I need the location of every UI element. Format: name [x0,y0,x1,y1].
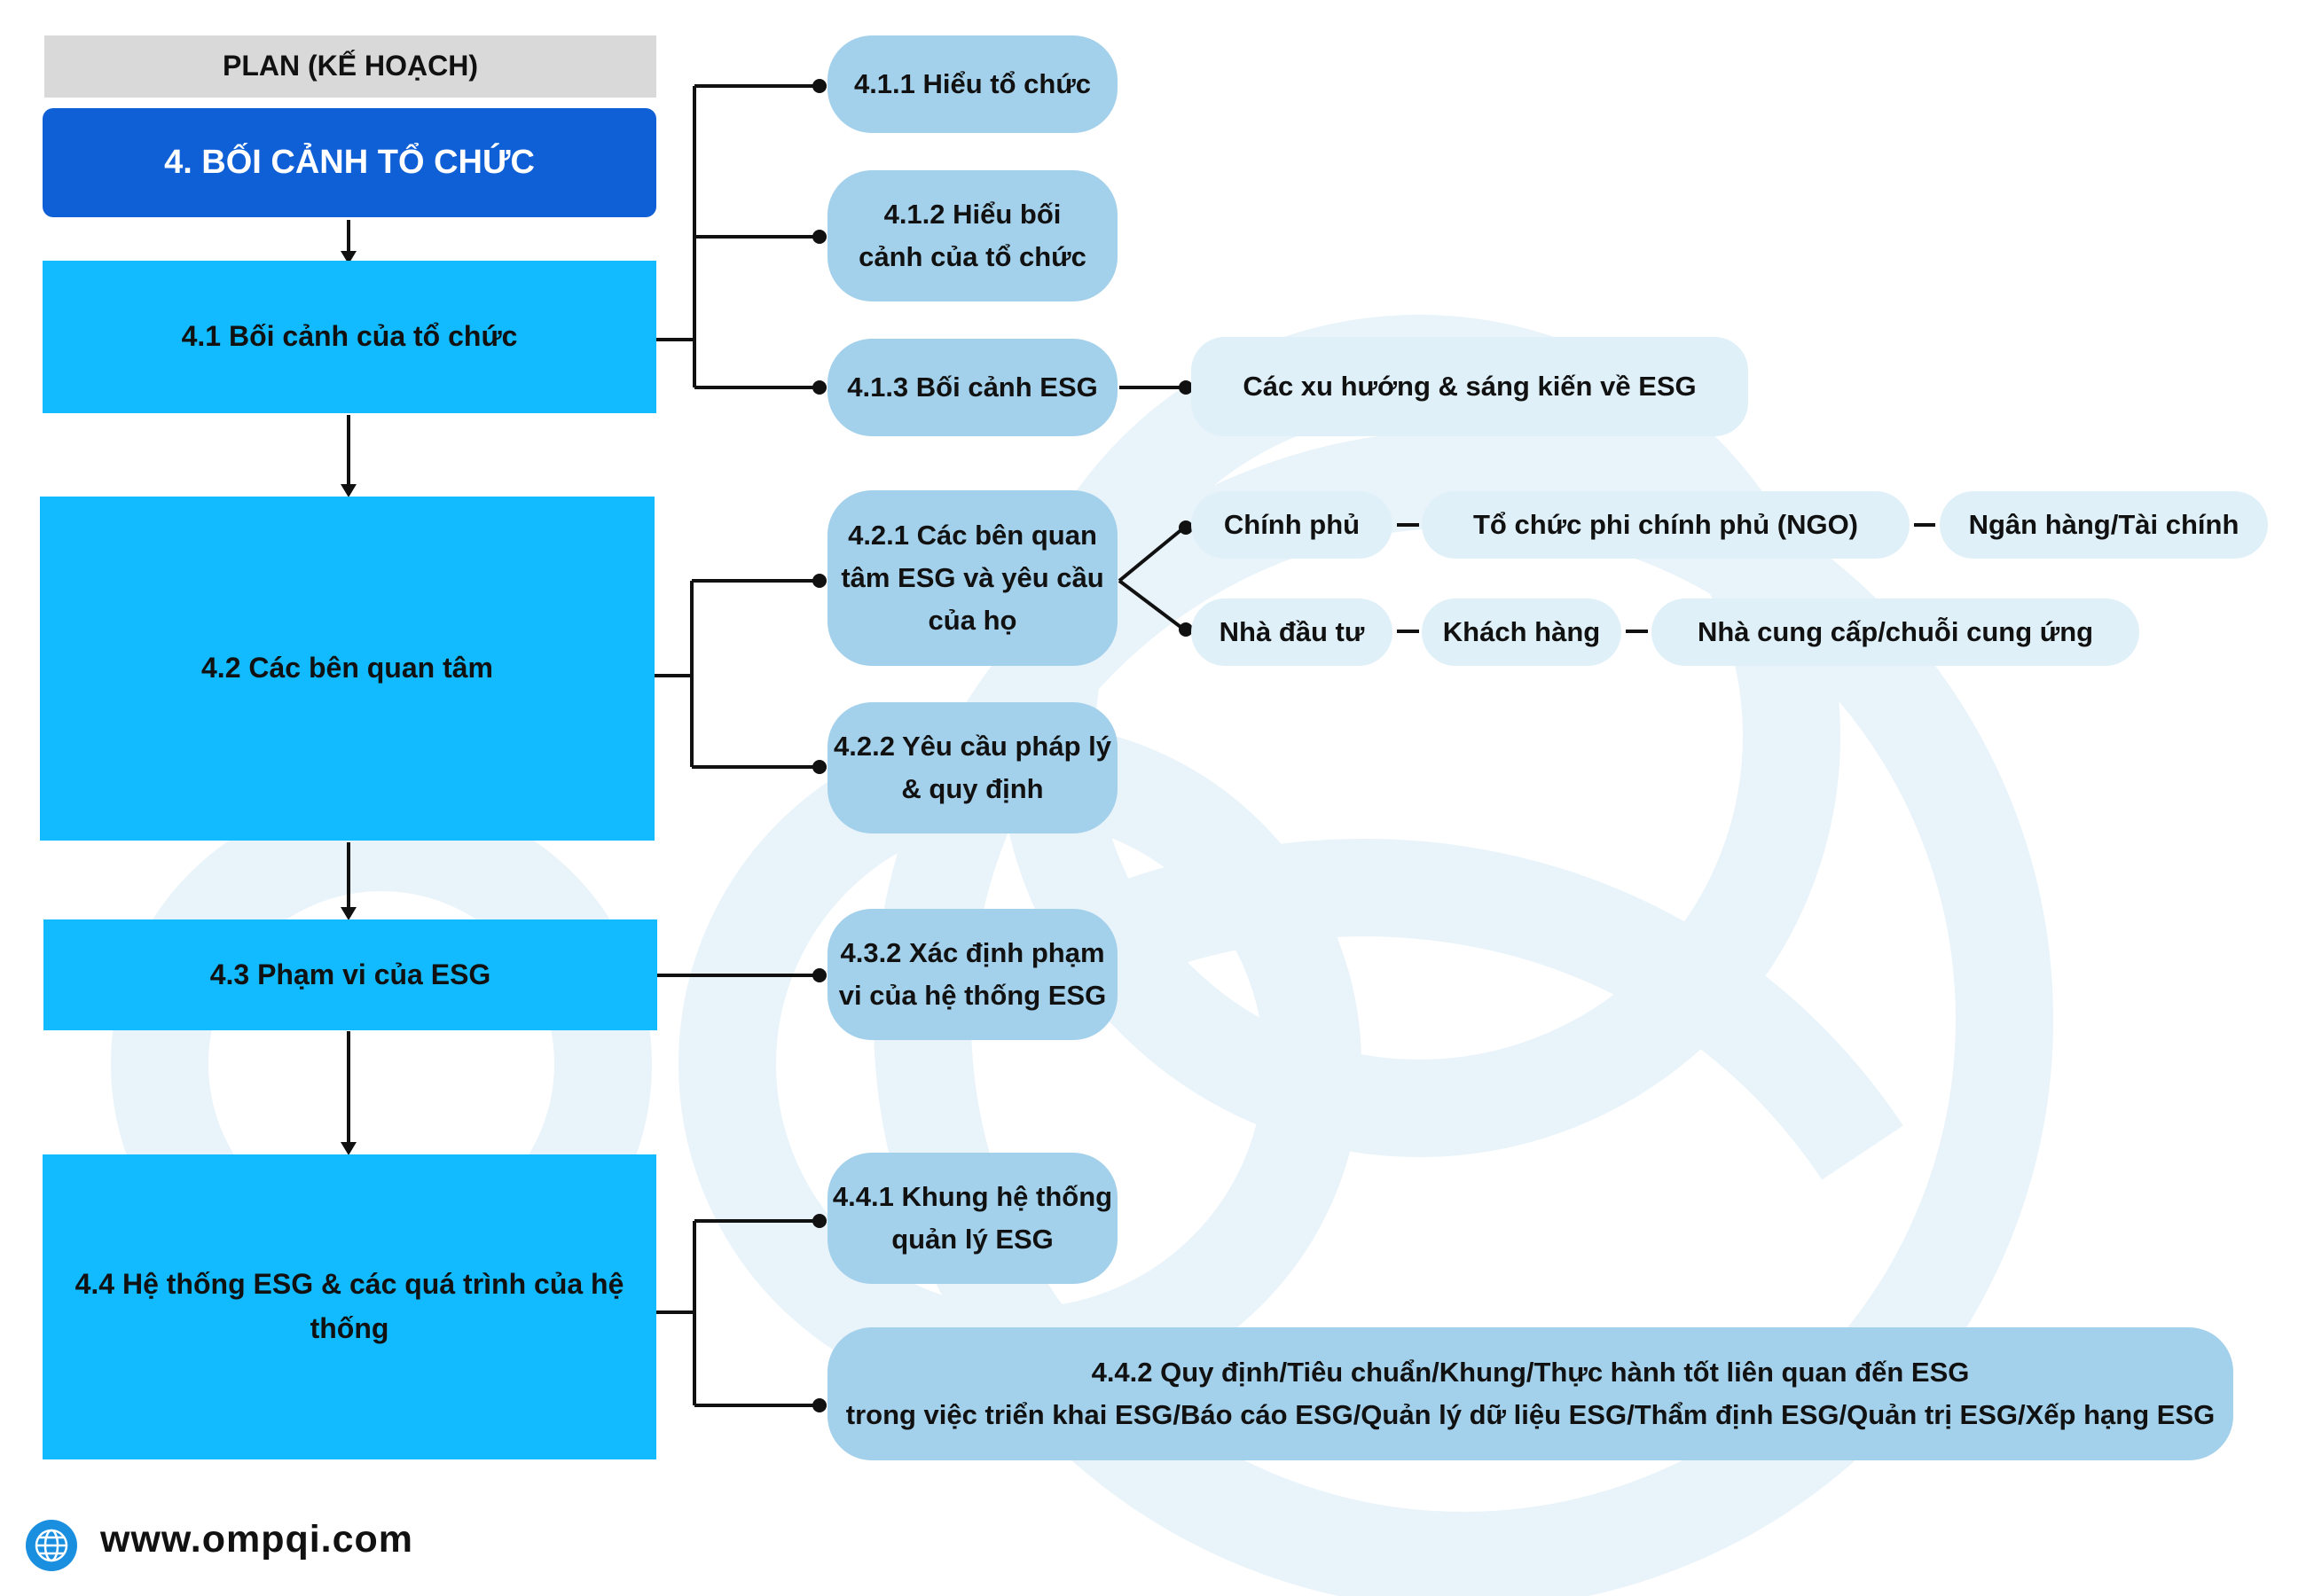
leaf-suppliers: Nhà cung cấp/chuỗi cung ứng [1651,598,2139,666]
sub-4-1-3: 4.1.3 Bối cảnh ESG [827,339,1118,436]
sub-4-2-2: 4.2.2 Yêu cầu pháp lý & quy định [827,702,1118,833]
section-4-1: 4.1 Bối cảnh của tổ chức [43,261,656,413]
sub-4-1-1: 4.1.1 Hiểu tổ chức [827,35,1118,133]
website-link[interactable]: www.ompqi.com [100,1518,414,1561]
leaf-esg-trends: Các xu hướng & sáng kiến về ESG [1191,337,1748,436]
sub-4-3-2: 4.3.2 Xác định phạm vi của hệ thống ESG [827,909,1118,1040]
leaf-ngo: Tổ chức phi chính phủ (NGO) [1422,491,1910,559]
section-4-4: 4.4 Hệ thống ESG & các quá trình của hệ … [43,1154,656,1459]
sub-4-4-1: 4.4.1 Khung hệ thống quản lý ESG [827,1153,1118,1284]
sub-4-1-2: 4.1.2 Hiểu bối cảnh của tổ chức [827,170,1118,301]
plan-header: PLAN (KẾ HOẠCH) [44,35,656,98]
leaf-government: Chính phủ [1191,491,1392,559]
leaf-banks: Ngân hàng/Tài chính [1940,491,2268,559]
main-title: 4. BỐI CẢNH TỔ CHỨC [43,108,656,217]
globe-icon [26,1520,77,1571]
sub-4-4-2-line1: 4.4.2 Quy định/Tiêu chuẩn/Khung/Thực hàn… [1091,1356,1970,1388]
sub-4-4-2-line2: trong việc triển khai ESG/Báo cáo ESG/Qu… [845,1399,2216,1430]
leaf-investors: Nhà đầu tư [1191,598,1392,666]
leaf-customers: Khách hàng [1422,598,1621,666]
section-4-3: 4.3 Phạm vi của ESG [43,919,657,1030]
sub-4-2-1: 4.2.1 Các bên quan tâm ESG và yêu cầu củ… [827,490,1118,666]
sub-4-4-2: 4.4.2 Quy định/Tiêu chuẩn/Khung/Thực hàn… [827,1327,2233,1460]
section-4-2: 4.2 Các bên quan tâm [40,497,655,841]
